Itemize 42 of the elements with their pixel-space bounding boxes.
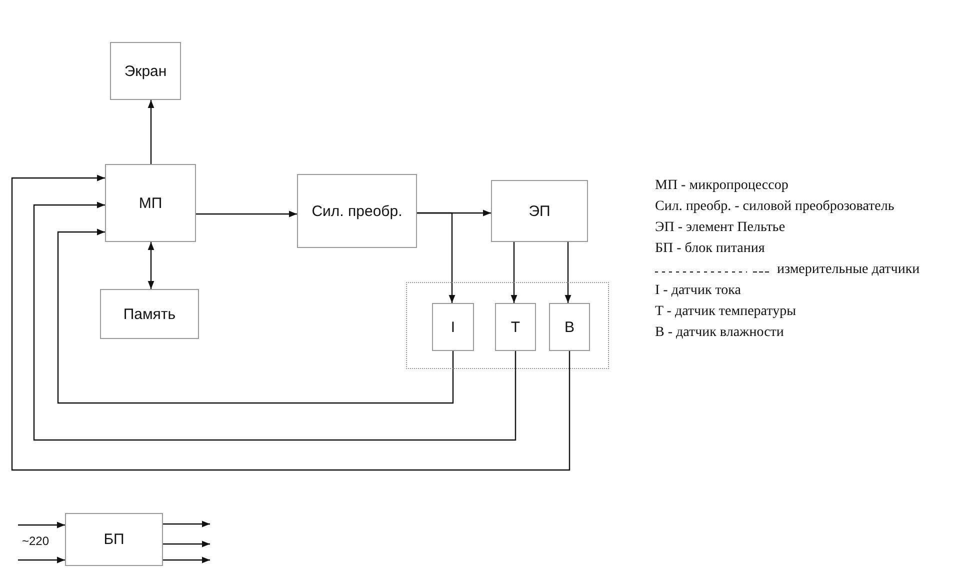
- block-box: [495, 303, 536, 351]
- arrow: [163, 556, 210, 564]
- block-label: I: [450, 318, 456, 336]
- arrow: [564, 242, 572, 303]
- arrow: [18, 522, 65, 528]
- block-label: ЭП: [528, 202, 550, 220]
- block-box: [65, 513, 163, 566]
- block-box: [110, 42, 181, 100]
- arrow: [148, 242, 154, 289]
- block-label: Сил. преобр.: [312, 202, 402, 220]
- block-box: [105, 164, 196, 242]
- arrow: [11, 174, 570, 471]
- voltage-label: ~220: [22, 534, 50, 548]
- arrow: [18, 556, 65, 564]
- block-box: [491, 180, 588, 242]
- arrow: [417, 212, 456, 303]
- arrow: [148, 100, 154, 164]
- block-label: Экран: [124, 62, 167, 80]
- arrow: [33, 202, 516, 441]
- abbreviation-note: T - датчик температуры: [655, 304, 796, 320]
- block-box: [432, 303, 474, 351]
- abbreviation-note: I - датчик тока: [655, 283, 741, 299]
- arrow: [163, 540, 210, 548]
- block-label: B: [564, 318, 574, 336]
- abbreviation-note: БП - блок питания: [655, 241, 765, 257]
- abbreviation-note: ЭП - элемент Пельтье: [655, 220, 786, 236]
- block-box: [297, 174, 417, 248]
- abbreviation-note: B - датчик влажности: [655, 325, 784, 341]
- block-label: T: [510, 318, 520, 336]
- block-box: [549, 303, 590, 351]
- legend-text: измерительные датчики: [777, 262, 920, 278]
- sensor-group-frame: [406, 282, 609, 369]
- arrow: [163, 520, 210, 528]
- block-label: БП: [104, 531, 124, 548]
- abbreviation-note: Сил. преобр. - силовой преоброзователь: [655, 199, 894, 215]
- arrow: [57, 228, 454, 404]
- arrow: [196, 210, 297, 218]
- block-box: [100, 289, 199, 339]
- abbreviation-note: МП - микропроцессор: [655, 178, 788, 194]
- block-label: Память: [123, 306, 176, 322]
- block-label: МП: [138, 194, 162, 212]
- arrow: [510, 242, 518, 303]
